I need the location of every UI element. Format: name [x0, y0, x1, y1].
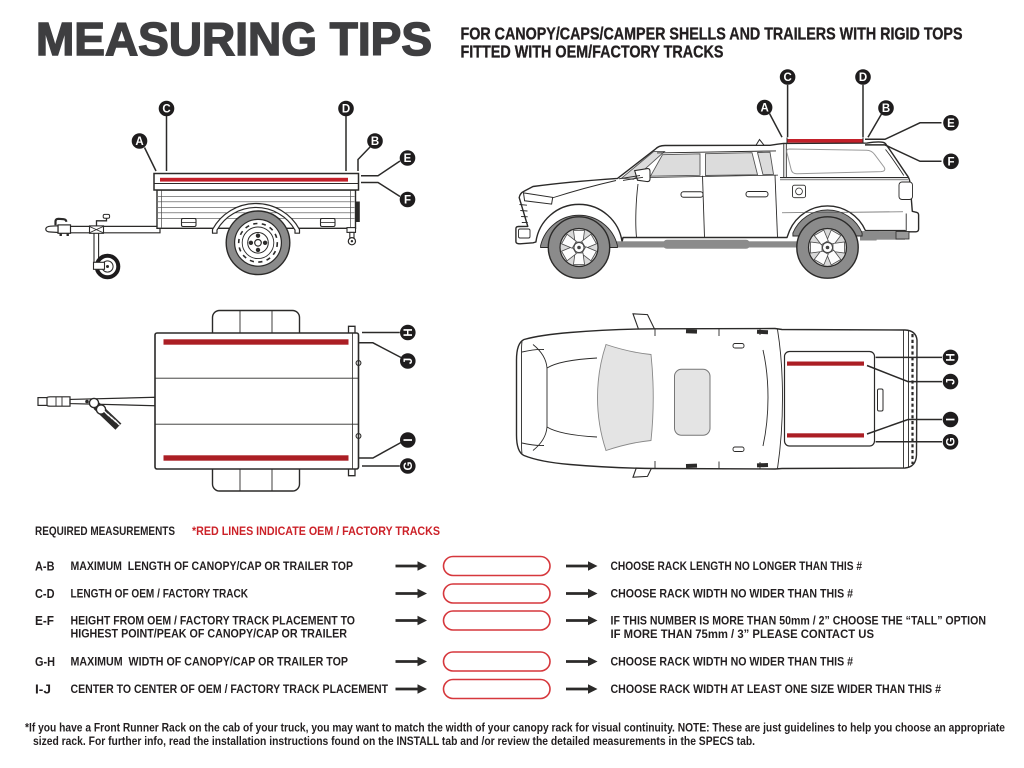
svg-text:C: C — [783, 72, 791, 84]
svg-text:F: F — [404, 195, 411, 207]
svg-text:MEASURING TIPS: MEASURING TIPS — [36, 13, 432, 65]
svg-text:*RED LINES INDICATE OEM / FACT: *RED LINES INDICATE OEM / FACTORY TRACKS — [192, 524, 440, 538]
svg-text:J: J — [403, 358, 415, 364]
svg-text:CHOOSE RACK WIDTH NO WIDER THA: CHOOSE RACK WIDTH NO WIDER THAN THIS # — [611, 655, 854, 669]
svg-text:C-D: C-D — [35, 586, 55, 601]
svg-text:B: B — [882, 103, 890, 115]
svg-text:B: B — [371, 136, 379, 148]
svg-text:LENGTH OF OEM / FACTORY TRACK: LENGTH OF OEM / FACTORY TRACK — [71, 587, 249, 601]
svg-text:E: E — [947, 118, 955, 130]
svg-text:CENTER TO CENTER OF OEM / FACT: CENTER TO CENTER OF OEM / FACTORY TRACK … — [71, 682, 389, 696]
svg-text:D: D — [859, 72, 867, 84]
svg-text:G: G — [403, 461, 415, 470]
svg-text:G: G — [946, 437, 958, 446]
svg-text:IF MORE THAN 75mm / 3” PLEASE: IF MORE THAN 75mm / 3” PLEASE CONTACT US — [611, 627, 875, 641]
svg-text:MAXIMUM LENGTH OF CANOPY/CAP: MAXIMUM LENGTH OF CANOPY/CAP OR TRAILER … — [71, 559, 354, 573]
svg-text:A-B: A-B — [35, 559, 55, 574]
svg-text:A: A — [760, 103, 768, 115]
svg-text:I: I — [403, 438, 415, 441]
svg-text:CHOOSE RACK WIDTH NO WIDER THA: CHOOSE RACK WIDTH NO WIDER THAN THIS # — [611, 587, 854, 601]
svg-text:H: H — [946, 353, 958, 361]
svg-text:H: H — [403, 328, 415, 336]
svg-text:CHOOSE RACK LENGTH NO LONGER T: CHOOSE RACK LENGTH NO LONGER THAN THIS # — [611, 559, 863, 573]
svg-text:C: C — [162, 104, 170, 116]
svg-text:I-J: I-J — [35, 682, 51, 697]
svg-text:IF THIS NUMBER IS MORE THAN 50: IF THIS NUMBER IS MORE THAN 50mm / 2” CH… — [611, 614, 987, 628]
svg-text:J: J — [946, 378, 958, 384]
svg-text:G-H: G-H — [35, 654, 55, 669]
svg-text:A: A — [135, 136, 143, 148]
svg-text:E-F: E-F — [35, 613, 54, 628]
svg-text:D: D — [342, 104, 350, 116]
svg-text:CHOOSE RACK WIDTH AT LEAST ONE: CHOOSE RACK WIDTH AT LEAST ONE SIZE WIDE… — [611, 682, 942, 696]
svg-text:MAXIMUM WIDTH OF CANOPY/CAP O: MAXIMUM WIDTH OF CANOPY/CAP OR TRAILER T… — [71, 655, 349, 669]
svg-text:FITTED WITH OEM/FACTORY TRACKS: FITTED WITH OEM/FACTORY TRACKS — [461, 42, 724, 62]
svg-text:F: F — [947, 157, 954, 169]
svg-text:E: E — [404, 153, 412, 165]
svg-text:REQUIRED MEASUREMENTS: REQUIRED MEASUREMENTS — [35, 524, 175, 538]
svg-text:*If you have a Front Runner Ra: *If you have a Front Runner Rack on the … — [25, 723, 1005, 735]
svg-text:FOR CANOPY/CAPS/CAMPER SHELLS: FOR CANOPY/CAPS/CAMPER SHELLS AND TRAILE… — [461, 24, 963, 44]
svg-text:HIGHEST POINT/PEAK OF CANOPY/C: HIGHEST POINT/PEAK OF CANOPY/CAP OR TRAI… — [71, 627, 348, 641]
svg-text:I: I — [946, 418, 958, 421]
svg-text:HEIGHT FROM OEM / FACTORY TRAC: HEIGHT FROM OEM / FACTORY TRACK PLACEMEN… — [71, 614, 356, 628]
svg-text:sized rack. For further info,: sized rack. For further info, read the i… — [33, 736, 755, 748]
